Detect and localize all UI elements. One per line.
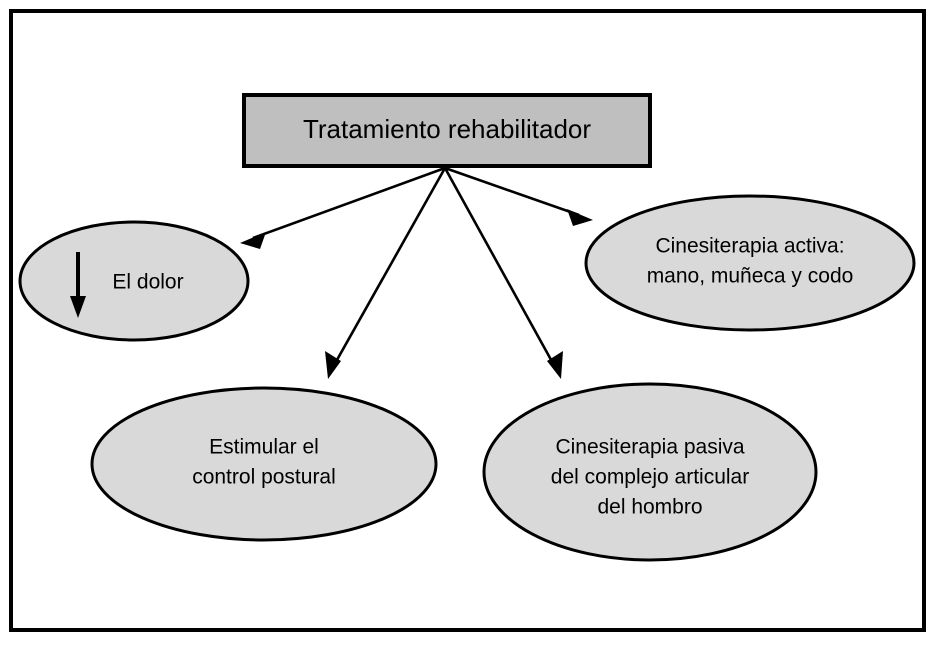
node-cinesiterapia-pasiva[interactable] <box>482 382 818 562</box>
connector-title-to-pain <box>240 166 446 249</box>
node-estimular-control-postural[interactable] <box>90 386 438 542</box>
node-el-dolor-label: El dolor <box>112 271 183 294</box>
node-tratamiento-rehabilitador[interactable] <box>242 93 652 168</box>
node-cinesiterapia-activa-label-line2: mano, muñeca y codo <box>647 265 854 288</box>
node-cinesiterapia-activa-label-line1: Cinesiterapia activa: <box>655 235 844 258</box>
arrowhead-icon <box>547 351 563 379</box>
node-cinesiterapia-pasiva-label-line1: Cinesiterapia pasiva <box>555 436 744 459</box>
diagram-frame <box>9 9 926 632</box>
node-estimular-control-postural-label-line1: Estimular el <box>209 436 319 459</box>
connector-title-to-postural-control <box>325 167 447 379</box>
node-tratamiento-rehabilitador-label: Tratamiento rehabilitador <box>303 114 591 144</box>
node-estimular-control-postural-label-line2: control postural <box>192 466 336 489</box>
node-cinesiterapia-activa[interactable] <box>584 194 916 332</box>
connector-title-to-passive-kinesitherapy <box>443 167 563 379</box>
node-cinesiterapia-pasiva-label-line3: del hombro <box>597 496 702 519</box>
arrowhead-icon <box>567 209 593 226</box>
node-cinesiterapia-pasiva-label-line2: del complejo articular <box>551 466 749 489</box>
down-arrow-icon <box>70 252 86 318</box>
arrowhead-icon <box>325 351 341 379</box>
connector-title-to-active-kinesitherapy <box>444 166 593 226</box>
arrowhead-icon <box>240 232 266 249</box>
